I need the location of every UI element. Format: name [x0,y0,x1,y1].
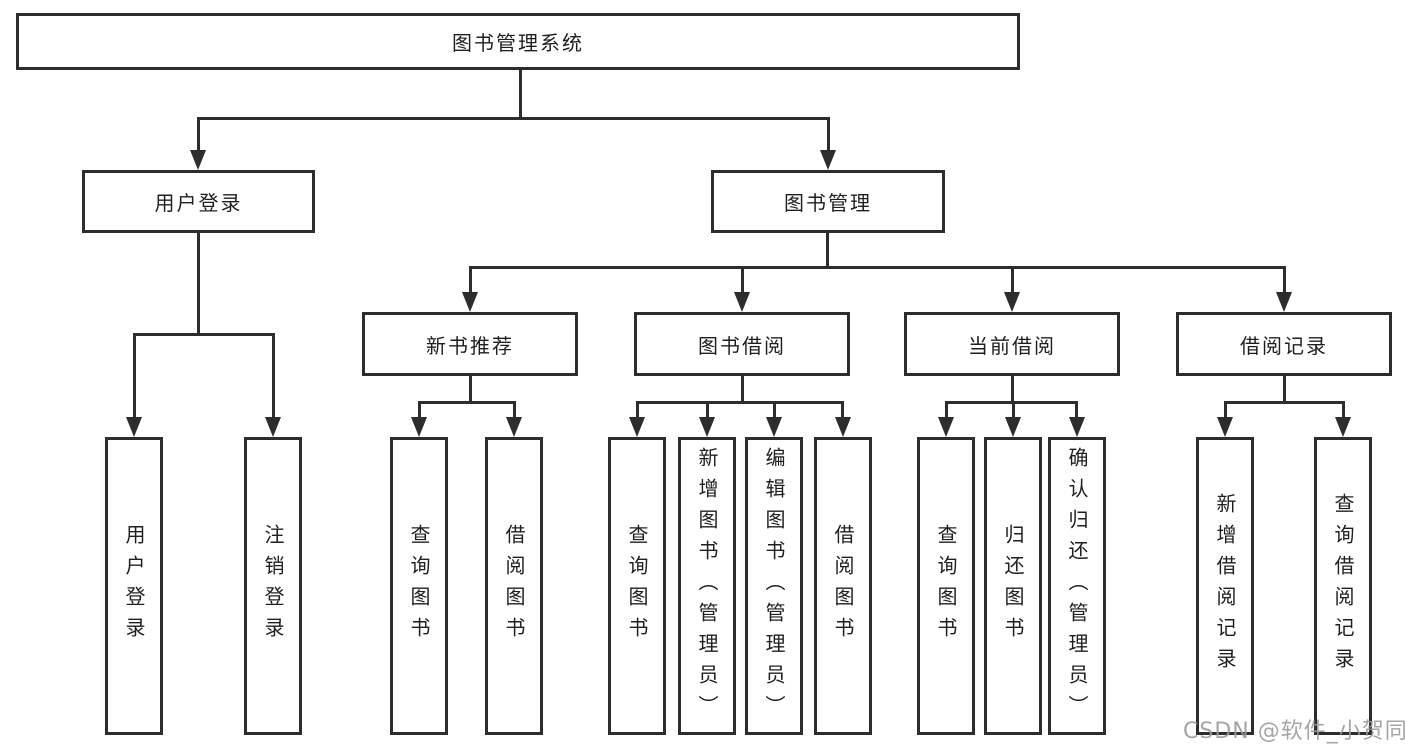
leaf-borrow-books-borrow: 借阅图书 [814,437,872,735]
arrow-down-icon [699,417,715,437]
connector-line [1224,401,1344,404]
connector-line [469,266,472,292]
arrow-down-icon [835,417,851,437]
arrow-down-icon [734,292,750,312]
connector-line [133,333,136,417]
connector-line [469,266,1286,269]
connector-line [841,401,844,417]
arrow-down-icon [126,417,142,437]
connector-line [1342,401,1345,417]
leaf-query-books-borrow-label: 查询图书 [625,524,649,648]
leaf-query-books-newbook-label: 查询图书 [407,524,431,648]
connector-line [945,401,948,417]
arrow-down-icon [766,417,782,437]
connector-line [272,333,275,417]
connector-line [1075,401,1078,417]
leaf-add-borrow-record: 新增借阅记录 [1196,437,1254,735]
leaf-borrow-books-newbook-label: 借阅图书 [502,524,526,648]
node-user-login: 用户登录 [82,170,315,233]
arrow-down-icon [1217,417,1233,437]
connector-line [636,401,639,417]
connector-line [1012,401,1015,417]
node-new-book-recommend: 新书推荐 [362,312,578,376]
leaf-user-login: 用户登录 [105,437,163,735]
leaf-add-borrow-record-label: 新增借阅记录 [1213,493,1237,679]
connector-line [1224,401,1227,417]
connector-line [418,401,515,404]
connector-line [197,233,200,336]
arrow-down-icon [462,292,478,312]
connector-line [945,401,1078,404]
leaf-confirm-return-admin-label: 确认归还（管理员） [1065,446,1089,726]
arrow-down-icon [265,417,281,437]
connector-line [519,69,522,118]
connector-line [1011,376,1014,404]
connector-line [706,401,709,417]
arrow-down-icon [1276,292,1292,312]
leaf-edit-book-admin: 编辑图书（管理员） [745,437,803,735]
connector-line [418,401,421,417]
connector-line [636,401,844,404]
connector-line [1283,266,1286,292]
connector-line [197,117,200,152]
connector-line [827,117,830,152]
leaf-add-book-admin-label: 新增图书（管理员） [695,446,719,726]
csdn-watermark: CSDN @软件_小贺同学 [1183,719,1405,744]
connector-line [1011,266,1014,292]
arrow-down-icon [1069,417,1085,437]
leaf-query-borrow-record: 查询借阅记录 [1314,437,1372,735]
node-book-management: 图书管理 [711,170,945,233]
leaf-borrow-books-newbook: 借阅图书 [485,437,543,735]
connector-line [469,376,472,404]
leaf-return-books-label: 归还图书 [1001,524,1025,648]
connector-line [197,117,830,120]
leaf-logout: 注销登录 [244,437,302,735]
leaf-query-books-current-label: 查询图书 [934,524,958,648]
node-current-borrow: 当前借阅 [904,312,1120,376]
leaf-query-books-borrow: 查询图书 [608,437,666,735]
connector-line [773,401,776,417]
arrow-down-icon [820,150,836,170]
arrow-down-icon [1005,417,1021,437]
node-root-library-system: 图书管理系统 [16,13,1020,70]
connector-line [513,401,516,417]
leaf-return-books: 归还图书 [984,437,1042,735]
arrow-down-icon [938,417,954,437]
leaf-query-books-newbook: 查询图书 [390,437,448,735]
arrow-down-icon [411,417,427,437]
arrow-down-icon [506,417,522,437]
leaf-query-borrow-record-label: 查询借阅记录 [1331,493,1355,679]
connector-line [741,376,744,404]
connector-line [741,266,744,292]
connector-line [133,333,274,336]
leaf-logout-label: 注销登录 [261,524,285,648]
leaf-confirm-return-admin: 确认归还（管理员） [1048,437,1106,735]
leaf-edit-book-admin-label: 编辑图书（管理员） [762,446,786,726]
leaf-add-book-admin: 新增图书（管理员） [678,437,736,735]
leaf-query-books-current: 查询图书 [917,437,975,735]
arrow-down-icon [190,150,206,170]
arrow-down-icon [1335,417,1351,437]
arrow-down-icon [629,417,645,437]
connector-line [1283,376,1286,404]
leaf-borrow-books-borrow-label: 借阅图书 [831,524,855,648]
arrow-down-icon [1004,292,1020,312]
connector-line [826,233,829,269]
leaf-user-login-label: 用户登录 [122,524,146,648]
node-borrow-records: 借阅记录 [1176,312,1392,376]
node-book-borrow: 图书借阅 [634,312,850,376]
